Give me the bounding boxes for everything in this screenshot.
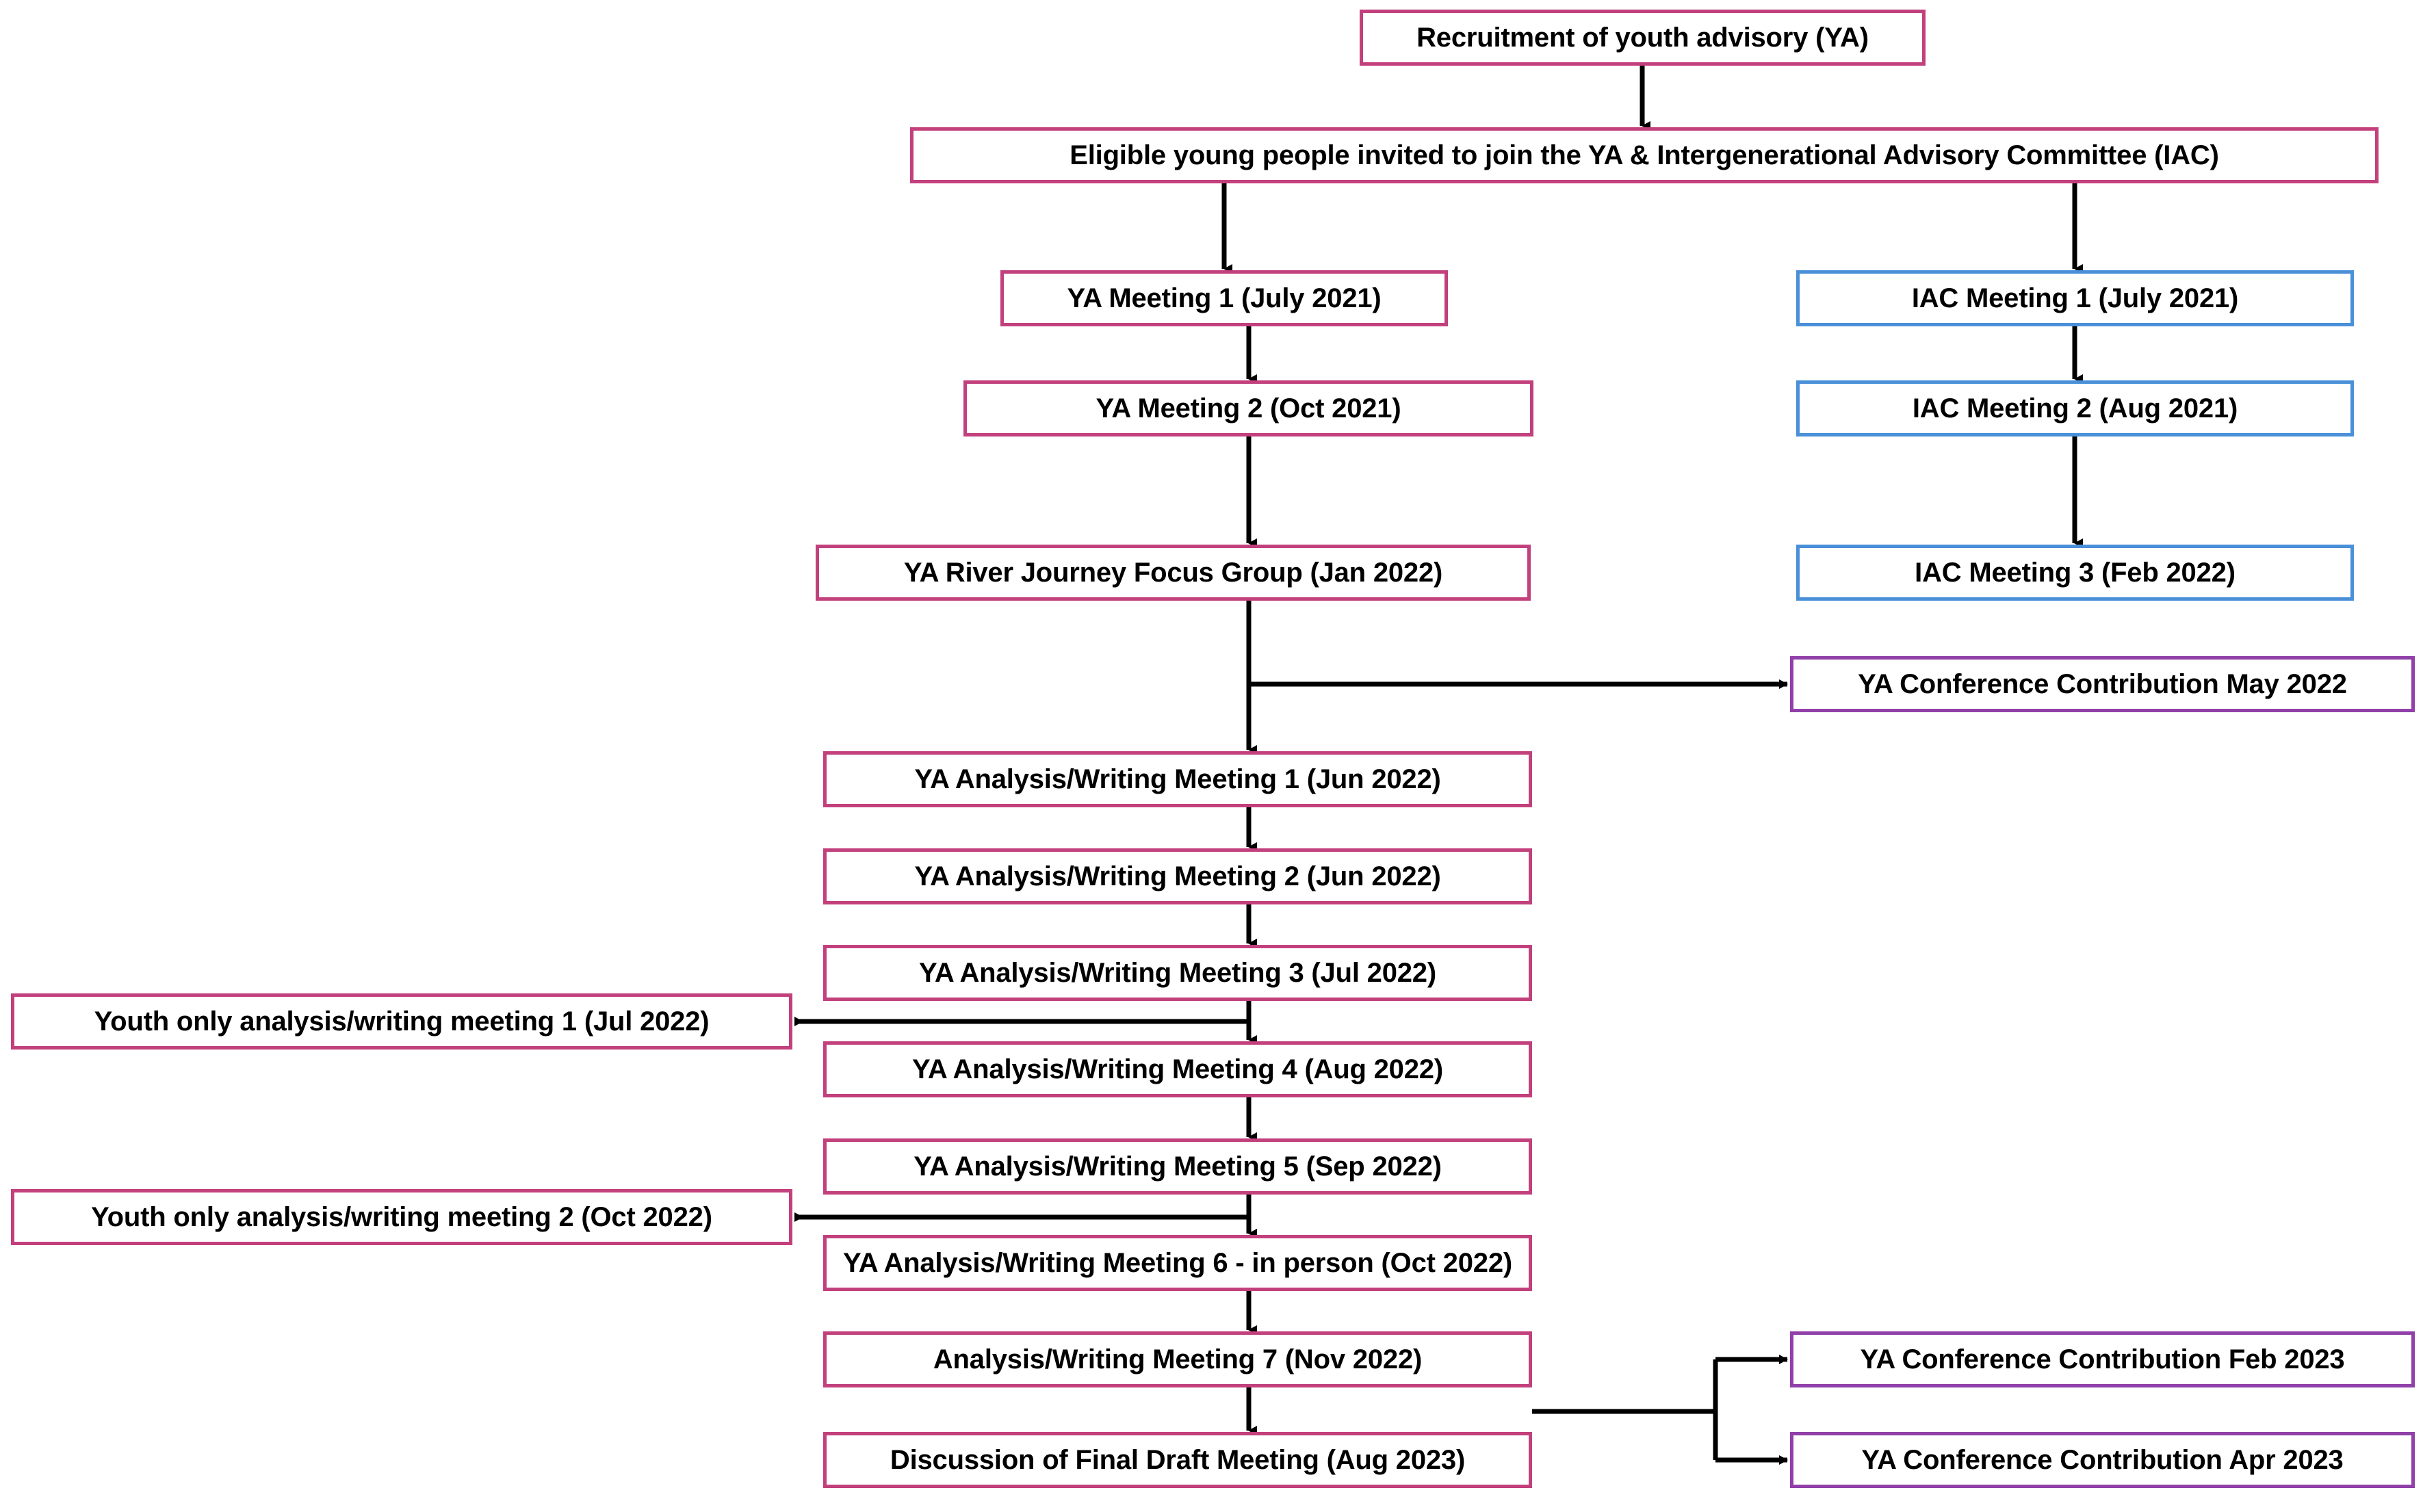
node-label: IAC Meeting 3 (Feb 2022) [1915, 558, 2236, 588]
node-label: YA Conference Contribution Apr 2023 [1861, 1445, 2344, 1475]
node-label: Youth only analysis/writing meeting 2 (O… [91, 1202, 712, 1232]
node-label: IAC Meeting 2 (Aug 2021) [1912, 393, 2238, 423]
node-ya-conference-contribution-apr-2023[interactable]: YA Conference Contribution Apr 2023 [1790, 1432, 2415, 1488]
node-analysis-writing-meeting-7[interactable]: Analysis/Writing Meeting 7 (Nov 2022) [823, 1331, 1532, 1387]
node-ya-analysis-writing-meeting-1[interactable]: YA Analysis/Writing Meeting 1 (Jun 2022) [823, 751, 1532, 807]
node-label: YA Analysis/Writing Meeting 3 (Jul 2022) [919, 958, 1436, 988]
node-label: Analysis/Writing Meeting 7 (Nov 2022) [933, 1344, 1423, 1374]
node-iac-meeting-3[interactable]: IAC Meeting 3 (Feb 2022) [1796, 545, 2354, 601]
node-label: Discussion of Final Draft Meeting (Aug 2… [890, 1445, 1466, 1475]
node-discussion-of-final-draft[interactable]: Discussion of Final Draft Meeting (Aug 2… [823, 1432, 1532, 1488]
node-youth-only-meeting-2[interactable]: Youth only analysis/writing meeting 2 (O… [11, 1189, 792, 1245]
node-label: YA Analysis/Writing Meeting 4 (Aug 2022) [912, 1054, 1443, 1084]
node-label: YA Conference Contribution May 2022 [1858, 669, 2347, 699]
node-iac-meeting-1[interactable]: IAC Meeting 1 (July 2021) [1796, 270, 2354, 326]
node-label: YA Meeting 2 (Oct 2021) [1096, 393, 1401, 423]
node-label: Recruitment of youth advisory (YA) [1416, 23, 1869, 53]
node-label: YA Conference Contribution Feb 2023 [1860, 1344, 2345, 1374]
node-iac-meeting-2[interactable]: IAC Meeting 2 (Aug 2021) [1796, 380, 2354, 436]
node-ya-analysis-writing-meeting-6[interactable]: YA Analysis/Writing Meeting 6 - in perso… [823, 1235, 1532, 1291]
node-ya-conference-contribution-may-2022[interactable]: YA Conference Contribution May 2022 [1790, 656, 2415, 712]
node-recruitment[interactable]: Recruitment of youth advisory (YA) [1360, 10, 1926, 66]
node-label: YA Analysis/Writing Meeting 6 - in perso… [843, 1248, 1512, 1278]
node-label: Eligible young people invited to join th… [1070, 140, 2219, 170]
node-eligible-young-people[interactable]: Eligible young people invited to join th… [910, 127, 2379, 183]
node-label: Youth only analysis/writing meeting 1 (J… [94, 1006, 710, 1037]
node-label: YA Analysis/Writing Meeting 2 (Jun 2022) [914, 861, 1441, 891]
node-label: YA River Journey Focus Group (Jan 2022) [903, 558, 1443, 588]
node-youth-only-meeting-1[interactable]: Youth only analysis/writing meeting 1 (J… [11, 993, 792, 1050]
connector-bracket-trunk [1532, 1359, 1718, 1414]
node-label: YA Analysis/Writing Meeting 5 (Sep 2022) [914, 1151, 1442, 1182]
node-label: YA Analysis/Writing Meeting 1 (Jun 2022) [914, 764, 1441, 794]
node-label: YA Meeting 1 (July 2021) [1067, 283, 1382, 313]
node-label: IAC Meeting 1 (July 2021) [1911, 283, 2239, 313]
node-ya-analysis-writing-meeting-3[interactable]: YA Analysis/Writing Meeting 3 (Jul 2022) [823, 945, 1532, 1001]
node-ya-analysis-writing-meeting-5[interactable]: YA Analysis/Writing Meeting 5 (Sep 2022) [823, 1138, 1532, 1195]
node-ya-river-journey-focus-group[interactable]: YA River Journey Focus Group (Jan 2022) [816, 545, 1531, 601]
node-ya-conference-contribution-feb-2023[interactable]: YA Conference Contribution Feb 2023 [1790, 1331, 2415, 1387]
node-ya-analysis-writing-meeting-2[interactable]: YA Analysis/Writing Meeting 2 (Jun 2022) [823, 848, 1532, 904]
node-ya-meeting-2[interactable]: YA Meeting 2 (Oct 2021) [963, 380, 1533, 436]
node-ya-meeting-1[interactable]: YA Meeting 1 (July 2021) [1000, 270, 1448, 326]
node-ya-analysis-writing-meeting-4[interactable]: YA Analysis/Writing Meeting 4 (Aug 2022) [823, 1041, 1532, 1097]
